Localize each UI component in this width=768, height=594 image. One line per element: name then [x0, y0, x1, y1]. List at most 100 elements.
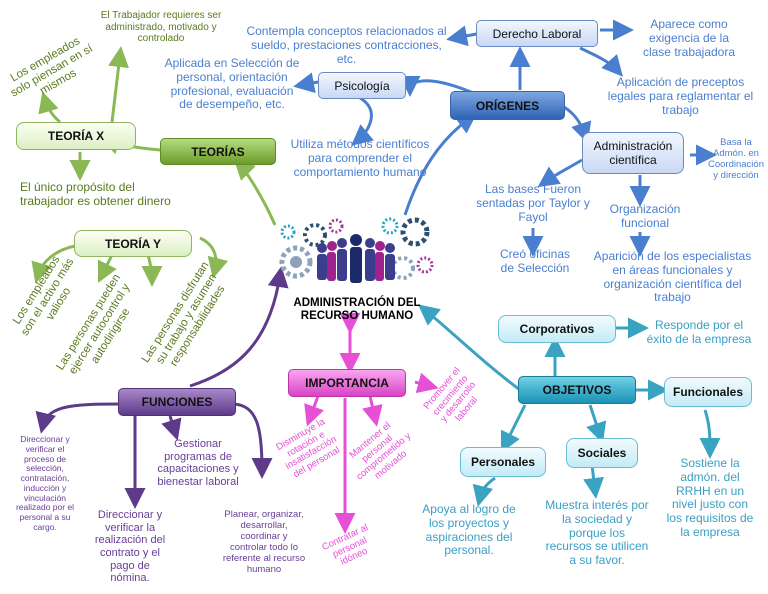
- text-line: Contempla conceptos relacionados al: [246, 24, 447, 38]
- text-line: los proyectos y: [428, 515, 510, 530]
- text-line: nivel justo con: [671, 497, 749, 512]
- text-line: cargo.: [33, 521, 57, 532]
- derecho-laboral-node[interactable]: Derecho Laboral: [476, 20, 598, 47]
- teoria-x-label: TEORÍA X: [47, 129, 105, 143]
- text-line: Apoya al logro de: [422, 502, 516, 516]
- text-line: porque los: [568, 525, 626, 540]
- funciones-text-d: Planear, organizar, desarrollar, coordin…: [214, 509, 314, 576]
- text-line: la sociedad y: [561, 511, 633, 526]
- text-line: organización científica del: [603, 276, 742, 291]
- text-line: vinculación: [23, 492, 67, 503]
- text-line: Aplicada en Selección de: [164, 56, 300, 70]
- text-line: RRHH en un: [675, 483, 745, 498]
- admin-cientifica-label: Administración: [593, 139, 673, 153]
- admin-oficinas-text: Creó oficinas de Selección: [490, 247, 580, 276]
- objetivos-label: OBJETIVOS: [542, 383, 612, 397]
- text-line: en áreas funcionales y: [612, 262, 733, 277]
- text-line: contratación,: [20, 473, 70, 484]
- text-line: Responde por el: [654, 318, 744, 332]
- text-line: Aparición de los especialistas: [593, 249, 752, 263]
- text-line: Sostiene la: [680, 456, 740, 470]
- text-line: controlar todo lo: [229, 541, 299, 553]
- derecho-left-text: Contempla conceptos relacionados al suel…: [244, 24, 449, 66]
- text-line: la empresa: [680, 524, 740, 539]
- text-line: El Trabajador requieres ser: [100, 10, 222, 21]
- sociales-text: Muestra interés por la sociedad y porque…: [538, 498, 656, 568]
- funciones-node[interactable]: FUNCIONES: [118, 388, 236, 416]
- text-line: nómina.: [110, 572, 150, 585]
- text-line: Organización: [609, 202, 681, 216]
- teoria-y-node[interactable]: TEORÍA Y: [74, 230, 192, 257]
- text-line: trabajador es obtener dinero: [20, 193, 171, 208]
- admin-funcional-text: Organización funcional: [600, 202, 690, 231]
- sociales-label: Sociales: [577, 446, 627, 460]
- teoria-x-node[interactable]: TEORÍA X: [16, 122, 136, 150]
- funcionales-node[interactable]: Funcionales: [664, 377, 752, 407]
- text-line: El único propósito del: [20, 180, 135, 194]
- teorias-label: TEORÍAS: [191, 144, 245, 159]
- text-line: admón. del: [680, 469, 740, 484]
- center-title-line: ADMINISTRACIÓN DEL: [293, 297, 421, 309]
- admin-right-text: Basa la Admón. en Coordinación y direcci…: [706, 137, 766, 182]
- text-line: programas de: [164, 450, 232, 463]
- text-line: controlado: [137, 33, 185, 44]
- text-line: personal.: [444, 543, 494, 558]
- origenes-node[interactable]: ORÍGENES: [450, 91, 565, 120]
- funciones-text-a: Direccionar y verificar el proceso de se…: [10, 434, 80, 533]
- text-line: administrado, motivado y: [105, 21, 217, 33]
- text-line: personal, orientación: [176, 69, 288, 84]
- text-line: a su favor.: [569, 553, 625, 568]
- text-line: legales para reglamentar el: [607, 88, 754, 103]
- derecho-bottom-text: Aplicación de preceptos legales para reg…: [598, 75, 763, 117]
- text-line: Aplicación de preceptos: [616, 75, 745, 89]
- text-line: Planear, organizar,: [224, 509, 304, 520]
- sociales-node[interactable]: Sociales: [566, 438, 638, 468]
- text-line: bienestar laboral: [157, 475, 239, 488]
- psicologia-left-text: Aplicada en Selección de personal, orien…: [162, 56, 302, 112]
- psicologia-label: Psicología: [334, 78, 390, 93]
- text-line: aspiraciones del: [425, 529, 513, 544]
- text-line: contrato y el: [100, 546, 160, 559]
- text-line: trabajo: [662, 102, 699, 117]
- text-line: coordinar y: [240, 530, 288, 542]
- personales-node[interactable]: Personales: [460, 447, 546, 477]
- text-line: realizado por el: [15, 502, 75, 513]
- people-gears-illustration: [279, 217, 434, 283]
- text-line: selección,: [26, 463, 64, 474]
- text-line: realización del: [94, 534, 166, 547]
- text-line: proceso de: [23, 453, 67, 464]
- text-line: Muestra interés por: [545, 498, 649, 512]
- admin-cientifica-node[interactable]: Administración científica: [582, 132, 684, 174]
- importancia-node[interactable]: IMPORTANCIA: [288, 369, 406, 397]
- derecho-laboral-label: Derecho Laboral: [492, 26, 582, 41]
- text-line: recursos se utilicen: [545, 539, 649, 554]
- text-line: exigencia de la: [648, 30, 730, 45]
- teorias-node[interactable]: TEORÍAS: [160, 138, 276, 165]
- teoria-x-top-text: El Trabajador requieres ser administrado…: [96, 10, 226, 45]
- text-line: para comprender el: [307, 150, 413, 165]
- corporativos-label: Corporativos: [519, 322, 595, 336]
- psicologia-node[interactable]: Psicología: [318, 72, 406, 99]
- text-line: sentadas por Taylor y: [476, 195, 590, 210]
- text-line: referente al recurso: [222, 552, 306, 564]
- text-line: Creó oficinas: [499, 247, 571, 261]
- objetivos-node[interactable]: OBJETIVOS: [518, 376, 636, 404]
- text-line: Utiliza métodos científicos: [290, 137, 430, 151]
- text-line: pago de: [110, 559, 150, 572]
- text-line: de Selección: [500, 260, 570, 275]
- text-line: de desempeño, etc.: [179, 97, 285, 112]
- personales-label: Personales: [470, 455, 536, 469]
- corporativos-text: Responde por el éxito de la empresa: [643, 318, 755, 347]
- text-line: Fayol: [518, 209, 548, 224]
- text-line: Coordinación: [708, 158, 764, 170]
- text-line: verificar la: [104, 521, 156, 534]
- teoria-y-label: TEORÍA Y: [104, 236, 161, 251]
- text-line: clase trabajadora: [642, 44, 736, 59]
- psicologia-bottom-text: Utiliza métodos científicos para compren…: [285, 137, 435, 179]
- corporativos-node[interactable]: Corporativos: [498, 315, 616, 343]
- text-line: verificar el: [25, 443, 65, 454]
- teoria-x-bottom-text: El único propósito del trabajador es obt…: [20, 180, 180, 209]
- derecho-right-text: Aparece como exigencia de la clase traba…: [630, 17, 748, 59]
- text-line: humano: [246, 563, 282, 575]
